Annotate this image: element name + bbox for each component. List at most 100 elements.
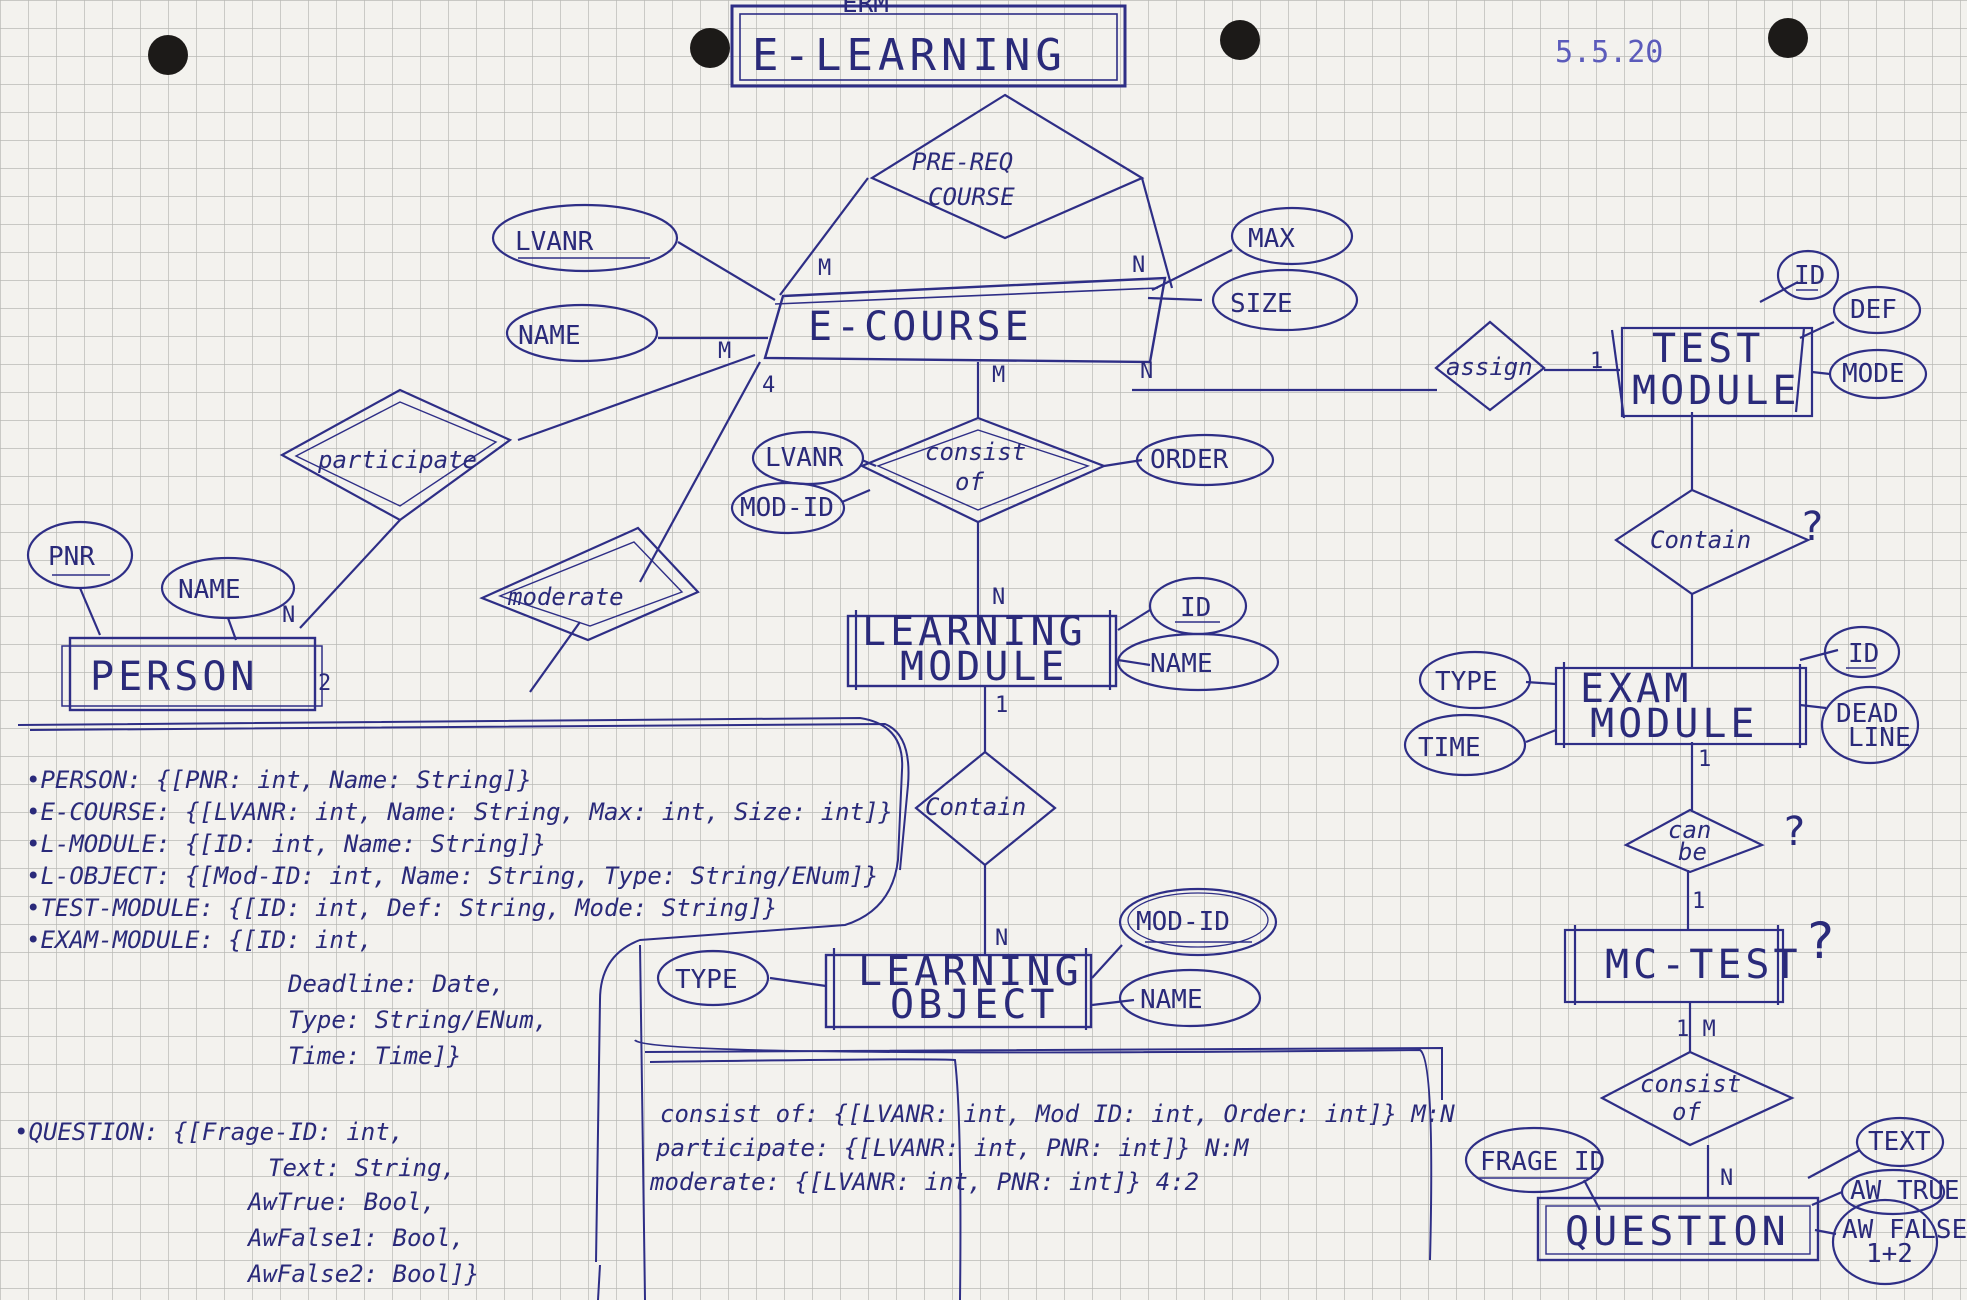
rel-label-consist-2: of	[955, 468, 984, 496]
entity-label-test-module-2: MODULE	[1632, 368, 1801, 414]
schema-line: AwFalse2: Bool]}	[246, 1260, 479, 1288]
relationship-participate	[279, 388, 513, 522]
card-consist-course: M	[992, 363, 1005, 388]
diagram-title-above: ERM	[842, 0, 889, 19]
attr-aw-true: AW TRUE	[1850, 1176, 1960, 1206]
attr-type-exam: TYPE	[1435, 667, 1498, 697]
entity-label-question: QUESTION	[1565, 1209, 1790, 1255]
card-assign-test: 1	[1590, 349, 1603, 374]
attr-name-lm: NAME	[1150, 649, 1213, 679]
schema-line: Text: String,	[268, 1154, 456, 1182]
schema-line: AwTrue: Bool,	[246, 1188, 436, 1216]
entity-label-exam-1: EXAM	[1580, 666, 1692, 712]
entity-label-lo-1: LEARNING	[858, 949, 1083, 995]
entity-label-lm-2: MODULE	[900, 644, 1069, 690]
schema-line: Time: Time]}	[288, 1042, 461, 1070]
attr-frage-id: FRAGE ID	[1480, 1147, 1605, 1177]
entity-question	[1536, 1196, 1820, 1262]
attr-mod-id-lo: MOD-ID	[1136, 907, 1230, 937]
schema-line: Deadline: Date,	[287, 970, 505, 998]
attr-lvanr-consist: LVANR	[765, 443, 844, 473]
schema-line: •E-COURSE: {[LVANR: int, Name: String, M…	[26, 798, 893, 826]
relationship-contain-lm	[914, 750, 1057, 867]
rel-label-moderate: moderate	[507, 583, 624, 611]
schema-line: AwFalse1: Bool,	[246, 1224, 465, 1252]
attr-deadline-2: LINE	[1848, 723, 1911, 753]
card-participate-person: N	[282, 603, 295, 628]
attribute-ellipses	[26, 203, 1946, 1286]
relation-schema-line: participate: {[LVANR: int, PNR: int]} N:…	[655, 1134, 1250, 1162]
rel-label-can-be-1: can	[1668, 816, 1711, 844]
entity-person	[61, 636, 323, 712]
question-mark: ?	[1800, 504, 1824, 550]
attr-time-exam: TIME	[1418, 733, 1481, 763]
rel-label-consist-mc-2: of	[1672, 1098, 1701, 1126]
card-question-consist: N	[1720, 1166, 1733, 1191]
card-assign-course: N	[1140, 359, 1153, 384]
punch-hole	[1768, 18, 1808, 58]
attr-pnr: PNR	[48, 542, 95, 572]
entity-label-person: PERSON	[90, 654, 259, 700]
card-prereq-left: M	[818, 256, 831, 281]
entity-learning-object	[824, 948, 1093, 1030]
schema-line: •PERSON: {[PNR: int, Name: String]}	[26, 766, 532, 794]
rel-label-participate: participate	[317, 446, 477, 474]
highlight-outlines	[17, 716, 1443, 1300]
relationship-can-be	[1623, 808, 1765, 874]
schema-line: •EXAM-MODULE: {[ID: int,	[26, 926, 373, 954]
card-moderate-person: 2	[318, 671, 331, 696]
relationship-assign	[1434, 320, 1546, 412]
attr-text: TEXT	[1868, 1127, 1931, 1157]
entity-mc-test	[1563, 925, 1785, 1005]
entity-label-e-course: E-COURSE	[808, 304, 1033, 350]
entity-label-lo-2: OBJECT	[890, 982, 1059, 1028]
rel-label-consist-mc-1: consist	[1640, 1070, 1741, 1098]
rel-label-prereq-1: PRE-REQ	[912, 148, 1013, 176]
rel-label-contain-lm: Contain	[925, 793, 1026, 821]
schema-line: •TEST-MODULE: {[ID: int, Def: String, Mo…	[26, 894, 777, 922]
card-exam-can: 1	[1698, 747, 1711, 772]
relationship-moderate	[479, 526, 700, 642]
entity-exam-module	[1554, 662, 1808, 748]
schema-line: •QUESTION: {[Frage-ID: int,	[14, 1118, 404, 1146]
attr-mod-id-consist: MOD-ID	[740, 493, 834, 523]
relationship-consist-of	[859, 416, 1107, 524]
entity-label-mc-test: MC-TEST	[1605, 942, 1802, 988]
relation-schema-line: moderate: {[LVANR: int, PNR: int]} 4:2	[649, 1168, 1199, 1196]
entity-e-course	[763, 276, 1167, 364]
rel-label-assign: assign	[1446, 353, 1533, 381]
rel-label-consist-1: consist	[925, 438, 1026, 466]
page-date: 5.5.20	[1555, 35, 1663, 70]
relationship-consist-of-mc	[1599, 1050, 1795, 1147]
question-mark: ?	[1805, 912, 1835, 970]
attr-order: ORDER	[1150, 445, 1229, 475]
attr-size: SIZE	[1230, 289, 1293, 319]
key-underlines	[52, 257, 1876, 1179]
schema-notes: •PERSON: {[PNR: int, Name: String]} •E-C…	[14, 766, 893, 1288]
punch-hole	[690, 28, 730, 68]
attr-name-lo: NAME	[1140, 985, 1203, 1015]
schema-line: •L-OBJECT: {[Mod-ID: int, Name: String, …	[26, 862, 879, 890]
attr-lvanr: LVANR	[515, 227, 594, 257]
punch-hole	[1220, 20, 1260, 60]
card-contain-lm: 1	[995, 693, 1008, 718]
attr-aw-false-1: AW FALSE	[1842, 1215, 1967, 1245]
schema-line: Type: String/ENum,	[288, 1006, 548, 1034]
relationship-pre-req-course	[869, 93, 1145, 240]
attr-id-test: ID	[1794, 261, 1825, 291]
entity-label-lm-1: LEARNING	[862, 609, 1087, 655]
card-mc-consist: 1 M	[1676, 1017, 1716, 1042]
punch-hole	[148, 35, 188, 75]
card-moderate-course: 4	[762, 373, 775, 398]
attr-id-exam: ID	[1848, 639, 1879, 669]
attr-aw-false-2: 1+2	[1866, 1239, 1913, 1269]
relationship-contain-test	[1614, 488, 1811, 596]
card-mc-top: 1	[1692, 889, 1705, 914]
attr-def: DEF	[1850, 295, 1897, 325]
rel-label-prereq-2: COURSE	[928, 183, 1015, 211]
attr-name-person: NAME	[178, 575, 241, 605]
entity-test-module	[1610, 326, 1814, 419]
attr-mode: MODE	[1842, 359, 1905, 389]
question-mark: ?	[1782, 809, 1806, 855]
